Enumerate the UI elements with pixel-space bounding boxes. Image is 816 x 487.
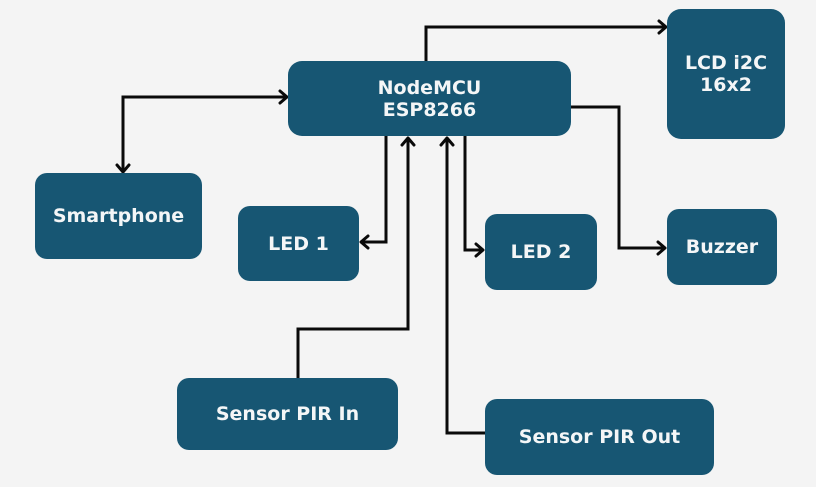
smartphone-block: Smartphone (35, 173, 202, 259)
pir-out-block: Sensor PIR Out (485, 399, 714, 475)
arrowhead-pirout (439, 136, 455, 147)
nodemcu-block: NodeMCU ESP8266 (288, 61, 571, 136)
led1-label: LED 1 (268, 232, 329, 255)
arrowhead-buzzer (656, 240, 667, 256)
lcd-label: LCD i2C 16x2 (684, 52, 768, 96)
arrowhead-smartphone (115, 163, 131, 174)
wire-nodemcu-smartphone (121, 95, 286, 172)
arrowhead-lcd (657, 19, 668, 35)
wire-nodemcu-led1 (361, 136, 388, 244)
nodemcu-label: NodeMCU ESP8266 (377, 76, 482, 121)
arrowhead-pirin (400, 136, 416, 147)
arrowhead-led1 (359, 234, 370, 250)
pir-in-block: Sensor PIR In (177, 378, 398, 450)
arrowhead-led2 (474, 242, 485, 258)
wire-nodemcu-lcd (424, 25, 666, 61)
buzzer-label: Buzzer (685, 236, 759, 258)
led1-block: LED 1 (238, 206, 359, 281)
arrowhead-nodemcu-left (278, 89, 289, 105)
wire-nodemcu-buzzer (571, 105, 665, 250)
pir-out-label: Sensor PIR Out (518, 426, 681, 448)
buzzer-block: Buzzer (667, 209, 777, 285)
smartphone-label: Smartphone (52, 205, 185, 227)
wire-nodemcu-led2 (463, 136, 483, 252)
pir-in-label: Sensor PIR In (215, 403, 360, 425)
lcd-block: LCD i2C 16x2 (667, 9, 785, 139)
led2-label: LED 2 (510, 241, 572, 263)
wire-pirout-nodemcu (445, 138, 485, 435)
wire-pirin-nodemcu (296, 138, 410, 378)
led2-block: LED 2 (485, 214, 597, 290)
